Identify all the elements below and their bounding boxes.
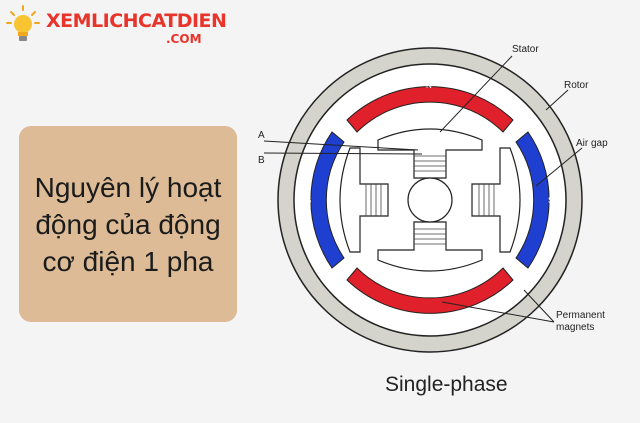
south-magnet-right — [515, 131, 550, 269]
supply-wires — [263, 140, 423, 155]
air-gap-label: Air gap — [576, 138, 608, 149]
page-title: Nguyên lý hoạt động của động cơ điện 1 p… — [34, 171, 222, 277]
pole-s-right: S — [548, 196, 553, 205]
stator-core — [339, 128, 521, 272]
terminal-b-label: B — [258, 155, 265, 166]
rotor-shaft — [407, 177, 453, 223]
site-logo[interactable]: XEMLICHCATDIEN .COM — [6, 4, 236, 52]
pole-n-top: N — [426, 81, 432, 90]
motor-diagram: N N S S A B Stator Rotor Air gap Permane… — [258, 44, 608, 353]
pole-s-left: S — [306, 196, 311, 205]
brand-suffix: .COM — [166, 32, 202, 46]
pole-n-bottom: N — [426, 320, 432, 329]
brand-name: XEMLICHCATDIEN — [46, 10, 227, 32]
north-magnet-bottom — [346, 267, 514, 314]
rotor-label: Rotor — [564, 80, 589, 91]
stator-windings — [365, 155, 495, 245]
title-card: Nguyên lý hoạt động của động cơ điện 1 p… — [19, 126, 237, 322]
south-magnet-left — [310, 131, 345, 269]
stator-label: Stator — [512, 44, 539, 55]
diagram-caption: Single-phase — [385, 373, 508, 396]
terminal-a-label: A — [258, 130, 265, 141]
callout-lines — [439, 55, 583, 323]
lightbulb-icon — [6, 5, 40, 41]
